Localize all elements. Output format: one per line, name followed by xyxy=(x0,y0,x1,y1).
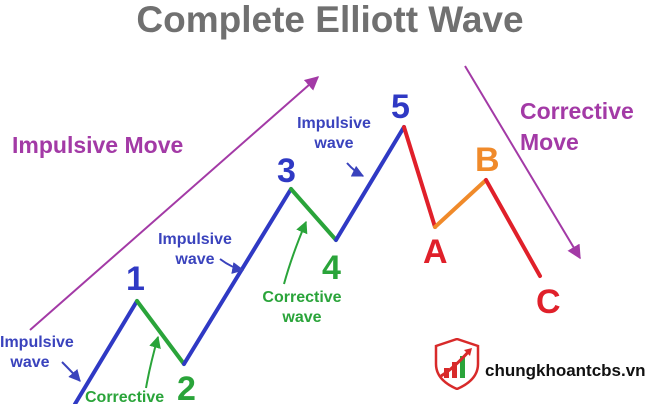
wave-segment-0-1 xyxy=(73,299,139,404)
corrective-move-line-2: Move xyxy=(520,129,579,155)
brand-text: chungkhoantcbs.vn xyxy=(485,361,646,380)
wave-segment-b-c xyxy=(484,178,542,278)
wave-4-label: 4 xyxy=(322,249,341,287)
wave-segment-1-2 xyxy=(135,299,186,366)
wave-a-label: A xyxy=(423,233,448,271)
pointer-arrow-impulsive-top xyxy=(346,162,365,177)
wave-segment-a-b xyxy=(433,178,488,229)
corrective-label-bottom: Corrective xyxy=(85,389,165,406)
impulsive-wave-label-mid: Impulsive wave xyxy=(158,231,232,268)
pointer-arrow-impulsive-mid xyxy=(219,258,245,274)
impulsive-wave-label-low: Impulsive wave xyxy=(0,334,74,371)
wave-segment-2-3 xyxy=(182,187,293,366)
wave-1-label: 1 xyxy=(126,260,145,298)
corrective-move-line-1: Corrective xyxy=(520,98,634,124)
wave-segment-5-a xyxy=(402,125,437,229)
wave-segment-3-4 xyxy=(289,187,338,242)
wave-2-label: 2 xyxy=(177,370,196,408)
wave-b-label: B xyxy=(475,141,500,179)
wave-3-label: 3 xyxy=(277,152,296,190)
pointer-arrow-corrective-wave xyxy=(283,220,308,285)
corrective-move-label: Corrective Move xyxy=(520,96,634,158)
corrective-move-arrow xyxy=(464,65,581,260)
brand-logo-icon xyxy=(434,338,480,390)
wave-segment-4-5 xyxy=(334,125,406,242)
wave-c-label: C xyxy=(536,283,561,321)
impulsive-move-label: Impulsive Move xyxy=(12,132,184,158)
impulsive-move-arrow xyxy=(29,76,320,331)
page-title: Complete Elliott Wave xyxy=(136,0,524,40)
pointer-arrow-impulsive-low xyxy=(61,361,81,382)
wave-5-label: 5 xyxy=(391,88,410,126)
corrective-wave-label: Corrective wave xyxy=(262,289,342,326)
pointer-arrow-corrective-bottom xyxy=(145,335,161,389)
impulsive-wave-label-top: Impulsive wave xyxy=(297,115,371,152)
